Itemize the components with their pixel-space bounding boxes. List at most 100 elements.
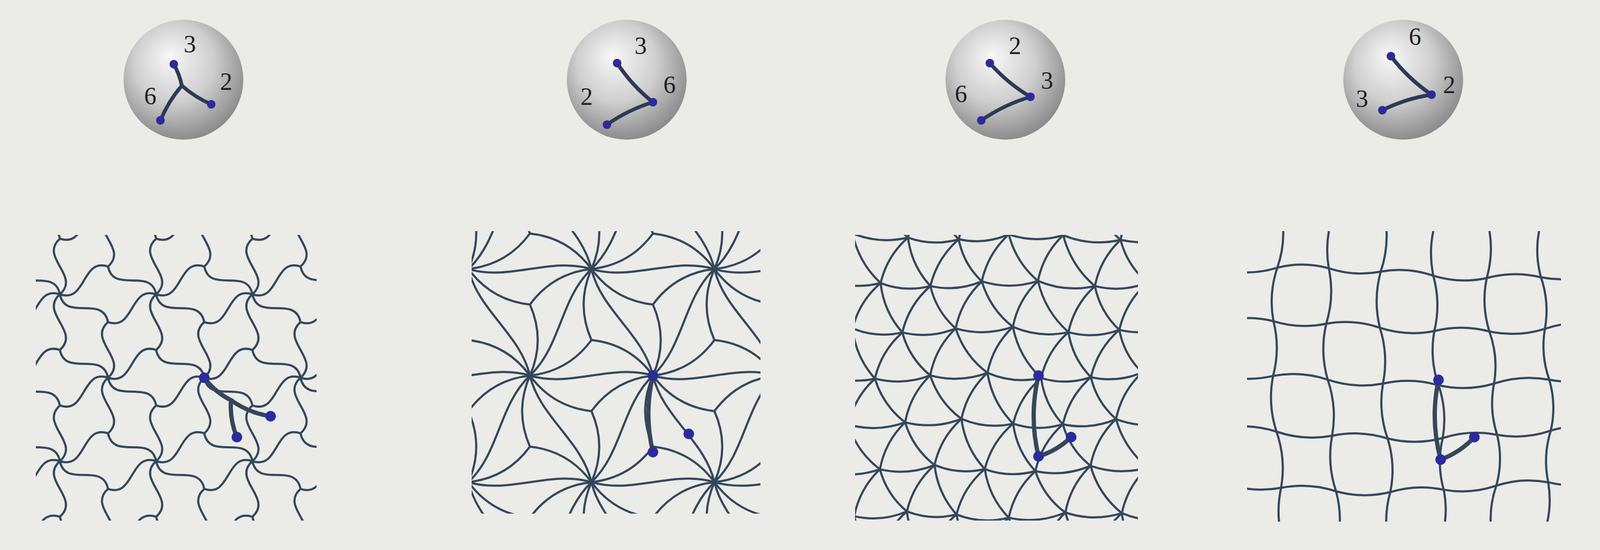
tiling-edge bbox=[1434, 327, 1490, 332]
cone-point bbox=[985, 58, 995, 68]
tiling-edge bbox=[204, 348, 253, 379]
tiling-edge bbox=[652, 446, 715, 482]
tiling-edge bbox=[905, 418, 962, 426]
tiling-edge bbox=[1545, 430, 1551, 482]
tiling-edge bbox=[1379, 327, 1435, 334]
tiling-edge bbox=[1068, 332, 1091, 378]
tiling-edge bbox=[1120, 234, 1138, 240]
tiling-edge bbox=[1012, 326, 1069, 335]
sphere-node: 632 bbox=[1341, 18, 1465, 142]
tiling-edge bbox=[471, 231, 530, 269]
tiling-edge bbox=[591, 478, 715, 486]
tree-edge bbox=[617, 63, 653, 103]
tiling-edge bbox=[471, 446, 530, 482]
tiling-edge bbox=[1121, 512, 1138, 520]
tiling-edge bbox=[652, 231, 715, 269]
tiling-edge bbox=[934, 234, 959, 240]
tiling-edge bbox=[1247, 267, 1278, 273]
tiling-edge bbox=[961, 372, 988, 419]
tiling-edge bbox=[1431, 231, 1437, 276]
tiling-edge bbox=[102, 321, 115, 378]
tiling-edge bbox=[958, 239, 982, 282]
tiling-edge bbox=[1119, 282, 1138, 330]
tiling-edge bbox=[591, 231, 653, 269]
tiling-edge bbox=[300, 515, 317, 521]
tiling-edge bbox=[1376, 271, 1381, 328]
tiling-edge bbox=[906, 511, 957, 517]
tiling-edge bbox=[908, 234, 935, 238]
tiling-edge bbox=[204, 293, 253, 323]
tiling-edge bbox=[714, 375, 761, 482]
tiling-edge bbox=[855, 328, 875, 379]
tiling-edge bbox=[714, 231, 761, 269]
tiling-edge bbox=[908, 237, 931, 287]
cone-order-label: 3 bbox=[634, 33, 648, 59]
tiling-edge bbox=[1094, 286, 1120, 330]
tiling-edge bbox=[1278, 487, 1284, 522]
tiling-edge bbox=[108, 515, 157, 521]
tiling-edge bbox=[956, 468, 986, 515]
vertex-dot bbox=[265, 410, 276, 422]
tiling-edge bbox=[252, 265, 301, 296]
tiling-edge bbox=[714, 231, 723, 269]
tiling-edge bbox=[714, 233, 761, 269]
tiling-edge bbox=[1537, 231, 1542, 278]
tiling-edge bbox=[529, 268, 592, 376]
tiling-edge bbox=[1327, 379, 1383, 386]
tiling-edge bbox=[591, 481, 653, 514]
tiling-edge bbox=[108, 433, 157, 461]
tiling-edge bbox=[591, 375, 653, 411]
tiling-edge bbox=[300, 266, 317, 295]
tiling-edge bbox=[1247, 374, 1274, 379]
tiling-edge bbox=[529, 268, 592, 305]
tiling-edge bbox=[930, 286, 956, 329]
tiling-edge bbox=[981, 280, 1038, 286]
tiling-edge bbox=[877, 234, 909, 238]
tiling-edge bbox=[855, 328, 903, 335]
tiling-edge bbox=[880, 282, 931, 289]
tiling-edge bbox=[471, 481, 530, 514]
tiling-edge bbox=[1497, 430, 1551, 437]
tiling-edge bbox=[583, 481, 592, 514]
tiling-edge bbox=[59, 349, 109, 378]
tiling-edge bbox=[1247, 483, 1282, 490]
tiling-edge bbox=[1273, 320, 1278, 376]
tiling-edge bbox=[652, 371, 761, 379]
highlight-edge bbox=[1440, 436, 1475, 460]
tiling-edge bbox=[294, 488, 307, 521]
tiling-edge bbox=[1090, 465, 1122, 514]
tiling-edge bbox=[471, 478, 592, 486]
tiling-edge bbox=[652, 233, 715, 269]
vertex-dot bbox=[198, 372, 210, 383]
tiling-edge bbox=[1543, 328, 1550, 380]
tiling-edge bbox=[1012, 326, 1042, 379]
cone-point bbox=[612, 58, 622, 68]
tiling-edge bbox=[252, 432, 301, 463]
tiling-edge bbox=[1062, 418, 1117, 427]
tree-edge bbox=[1382, 94, 1432, 111]
tiling-edge bbox=[961, 418, 1014, 426]
tiling-edge bbox=[1271, 267, 1278, 321]
tiling-edge bbox=[300, 459, 317, 490]
tiling-edge bbox=[156, 265, 205, 296]
tiling-edge bbox=[59, 432, 109, 463]
tiling-edge bbox=[958, 234, 1010, 242]
tiling-edge bbox=[955, 328, 988, 373]
tiling-edge bbox=[1119, 325, 1138, 333]
tiling-edge bbox=[252, 294, 301, 322]
tiling-edge bbox=[1489, 331, 1496, 384]
tiling-edge bbox=[300, 433, 317, 461]
tiling-edge bbox=[1090, 465, 1138, 472]
tiling-edge bbox=[652, 375, 715, 411]
tiling-edge bbox=[1381, 383, 1388, 439]
tiling-edge bbox=[1486, 231, 1491, 279]
cone-point bbox=[977, 116, 986, 125]
tiling-edge bbox=[591, 446, 653, 482]
tiling-edge bbox=[529, 481, 592, 514]
tiling-edge bbox=[252, 376, 301, 407]
tiling-edge bbox=[59, 234, 109, 240]
tiling-edge bbox=[855, 378, 875, 425]
tiling-edge bbox=[35, 515, 60, 521]
tiling-edge bbox=[1008, 517, 1041, 521]
tiling-edge bbox=[987, 372, 1014, 424]
